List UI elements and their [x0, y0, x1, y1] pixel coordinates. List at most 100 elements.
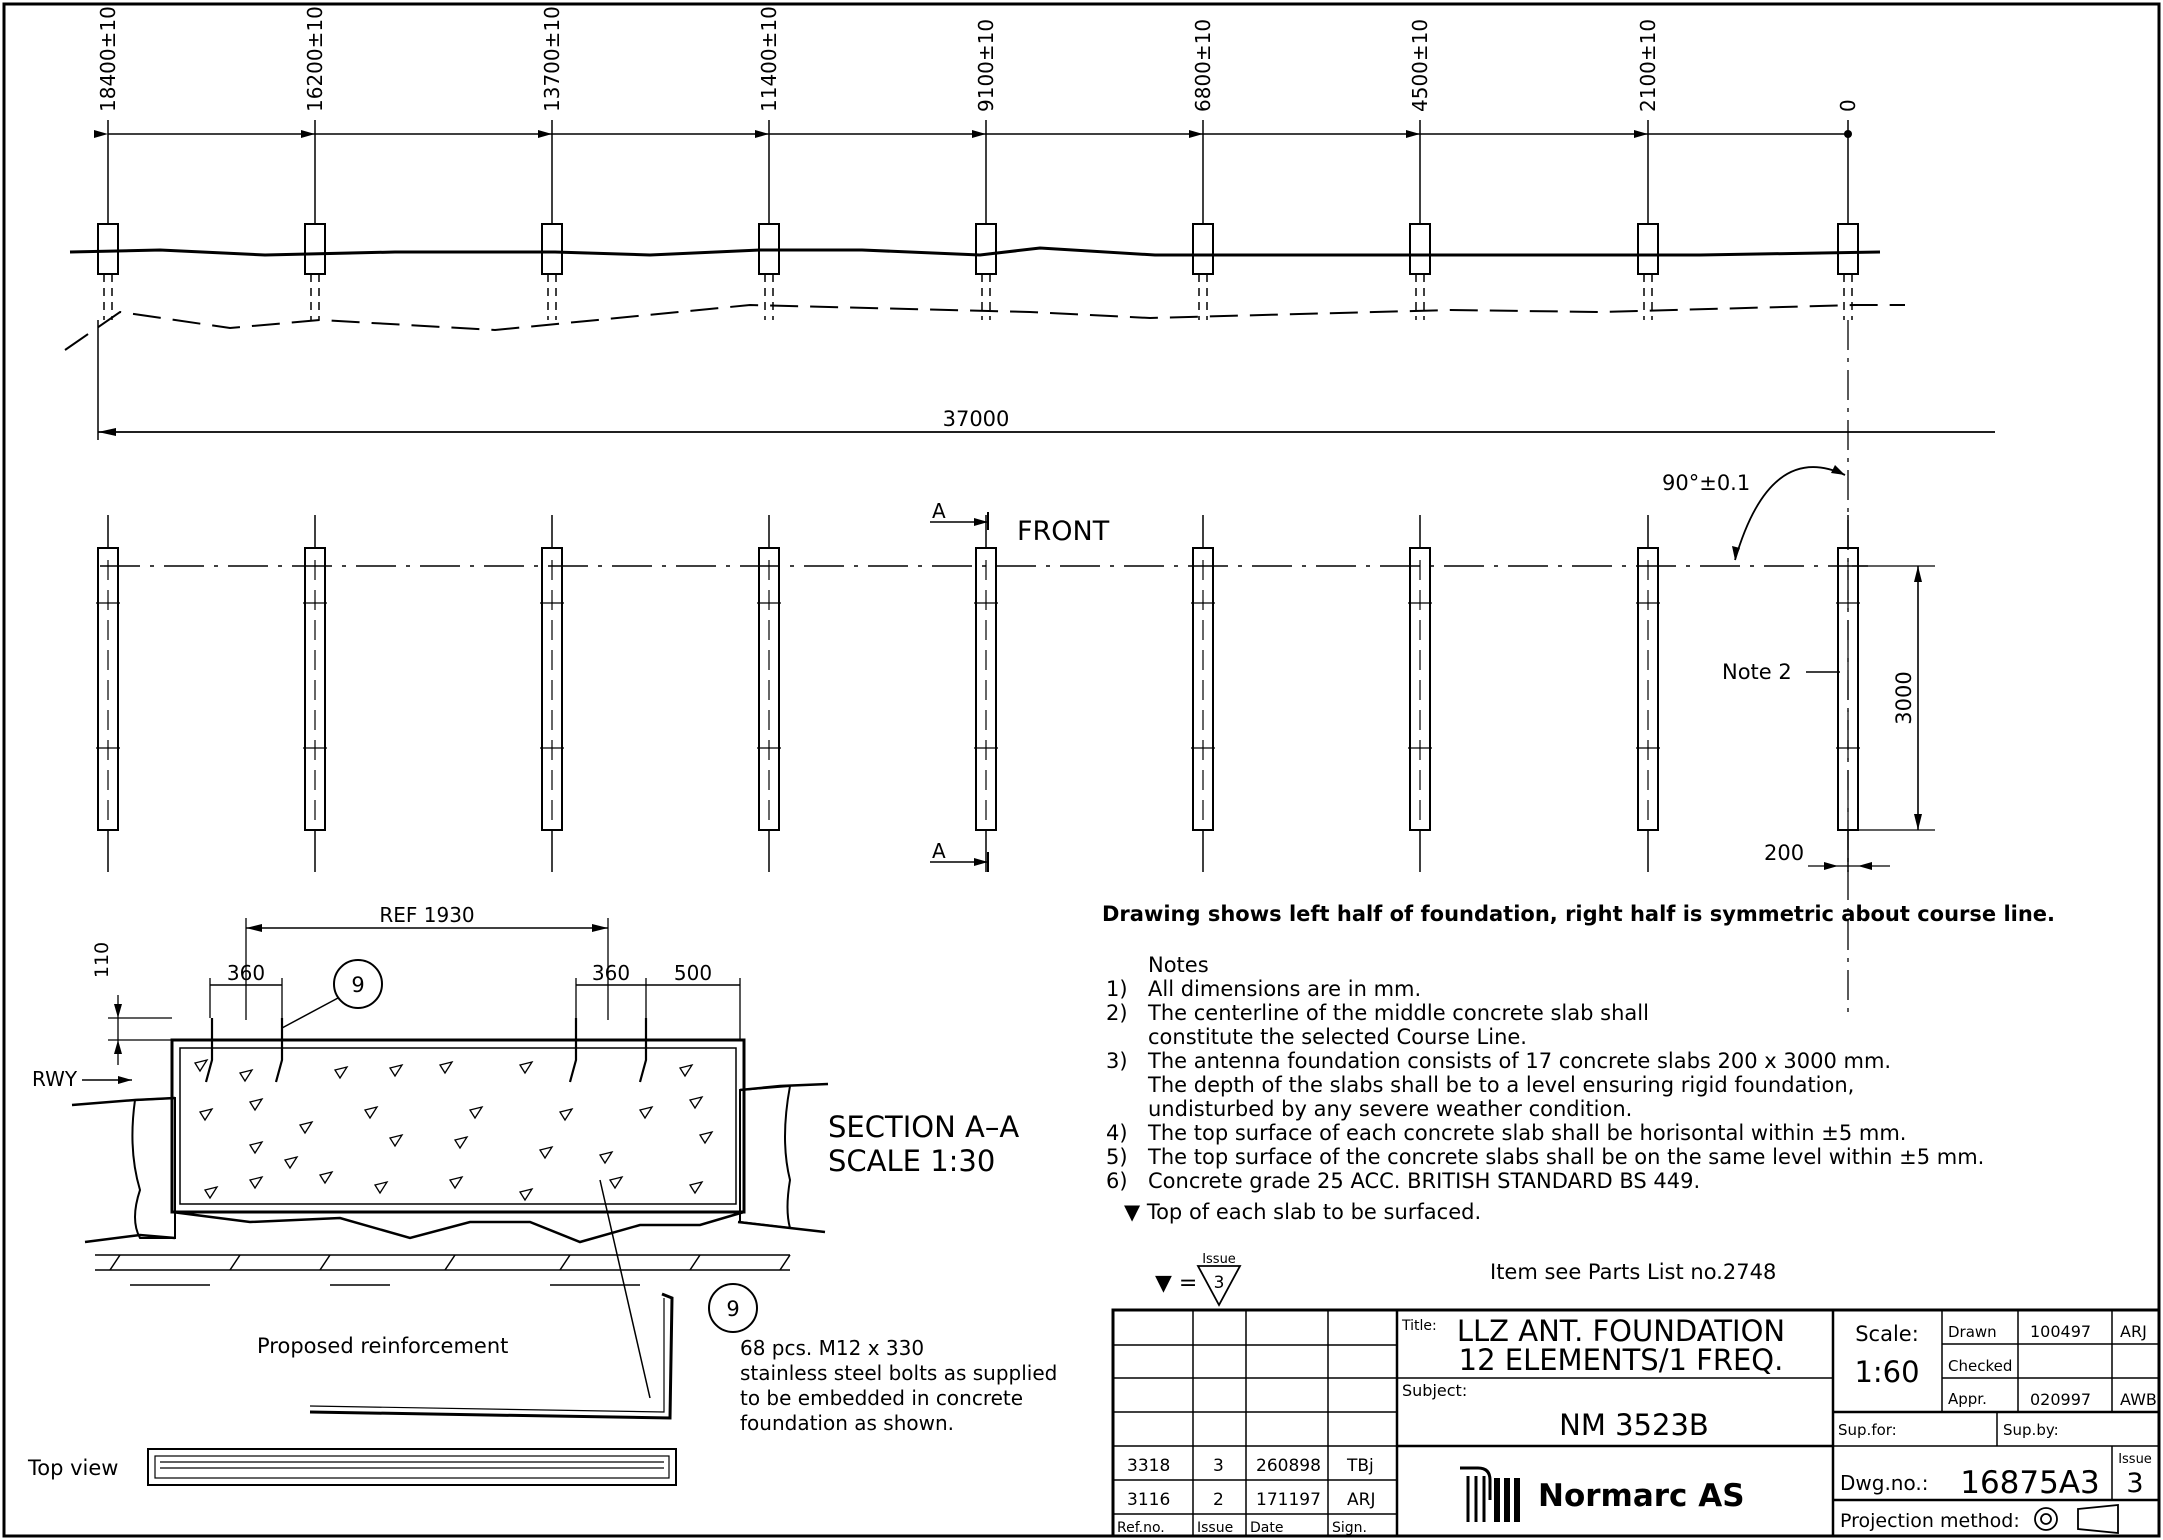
slab-elevation: [541, 223, 563, 275]
issue-label: Issue: [2118, 1452, 2152, 1467]
slab-elevation: [304, 223, 326, 275]
note-number: 2): [1106, 1001, 1128, 1025]
drawn-date: 100497: [2030, 1322, 2091, 1341]
notes-block: Drawing shows left half of foundation, r…: [1102, 902, 2055, 1307]
sup-for-label: Sup.for:: [1838, 1421, 1897, 1439]
appr-label: Appr.: [1948, 1390, 1987, 1408]
note-number: 3): [1106, 1049, 1128, 1073]
rev-header-date: Date: [1250, 1520, 1283, 1536]
note-line: constitute the selected Course Line.: [1148, 1025, 1527, 1049]
rev-header-issue: Issue: [1197, 1520, 1233, 1536]
projection-symbol-icon: [2034, 1504, 2119, 1534]
station-label: 11400±10: [757, 6, 781, 112]
dwg-no-label: Dwg.no.:: [1840, 1471, 1928, 1495]
title-label: Title:: [1401, 1318, 1437, 1334]
rev2-ref: 3116: [1127, 1490, 1170, 1510]
rwy-label: RWY: [32, 1067, 78, 1091]
rev2-sign: ARJ: [1347, 1490, 1375, 1510]
bolt-text-4: foundation as shown.: [740, 1411, 954, 1435]
ref-1930-dim: REF 1930: [379, 903, 474, 927]
checked-label: Checked: [1948, 1357, 2012, 1375]
rev-header-ref: Ref.no.: [1117, 1520, 1165, 1536]
company-name: Normarc AS: [1538, 1478, 1745, 1514]
issue-value: 3: [2126, 1468, 2143, 1499]
rev2-issue: 2: [1213, 1490, 1224, 1510]
note-line: The antenna foundation consists of 17 co…: [1147, 1049, 1891, 1073]
rev2-date: 171197: [1256, 1490, 1321, 1510]
plan-view: 90°±0.1 A A FRONT Note 2 3000 200: [96, 465, 1935, 872]
slab-elevation: [975, 223, 997, 275]
notes-title: Notes: [1148, 953, 1209, 977]
slab-elevation: [1637, 223, 1659, 275]
surface-symbol: ▼ =: [1155, 1271, 1197, 1296]
proposed-reinforcement-label: Proposed reinforcement: [257, 1334, 508, 1358]
appr-date: 020997: [2030, 1390, 2091, 1409]
normarc-logo-icon: [1460, 1466, 1520, 1522]
scale-label: Scale:: [1855, 1322, 1919, 1346]
note-line: undisturbed by any severe weather condit…: [1148, 1097, 1632, 1121]
parts-list-note: Item see Parts List no.2748: [1490, 1260, 1776, 1284]
bolt-text-1: 68 pcs. M12 x 330: [740, 1336, 924, 1360]
station-label: 0: [1836, 99, 1860, 112]
note-line: The top surface of each concrete slab sh…: [1147, 1121, 1906, 1145]
section-a-a: REF 1930 360 360 500 110 RWY 9 SECTION A…: [32, 903, 1019, 1399]
slab-elevation: [97, 223, 119, 275]
ground-surface-line: [69, 246, 1881, 257]
slab-elevation: [1192, 223, 1214, 275]
station-label: 9100±10: [974, 19, 998, 112]
title-line-1: LLZ ANT. FOUNDATION: [1457, 1314, 1785, 1348]
note-number: 6): [1106, 1169, 1128, 1193]
slab-length-dim: 3000: [1892, 671, 1916, 724]
projection-label: Projection method:: [1840, 1510, 2020, 1532]
reinforcement-detail: Proposed reinforcement 9 68 pcs. M12 x 3…: [27, 1283, 1057, 1486]
note-number: 5): [1106, 1145, 1128, 1169]
rev-header-sign: Sign.: [1332, 1520, 1367, 1536]
issue-symbol-num: 3: [1214, 1273, 1225, 1293]
rev1-ref: 3318: [1127, 1456, 1170, 1476]
rev1-sign: TBj: [1346, 1456, 1374, 1476]
appr-sign: AWB: [2120, 1390, 2157, 1409]
notes-headline: Drawing shows left half of foundation, r…: [1102, 902, 2055, 926]
dim-360-right: 360: [592, 961, 630, 985]
overall-length-dim: 37000: [943, 407, 1010, 431]
title-block: 3318 3 260898 TBj 3116 2 171197 ARJ Ref.…: [1111, 1308, 2161, 1538]
subject-label: Subject:: [1402, 1381, 1467, 1400]
note-number: 1): [1106, 977, 1128, 1001]
dim-500: 500: [674, 961, 712, 985]
station-label: 16200±10: [303, 6, 327, 112]
bolt-text-2: stainless steel bolts as supplied: [740, 1361, 1057, 1385]
note-number: 4): [1106, 1121, 1128, 1145]
dim-110: 110: [91, 942, 113, 978]
dim-360-left: 360: [227, 961, 265, 985]
front-label: FRONT: [1017, 516, 1110, 547]
slab-elevation: [1837, 223, 1859, 275]
drawn-label: Drawn: [1948, 1323, 1997, 1341]
issue-symbol-label: Issue: [1202, 1252, 1236, 1267]
station-label: 18400±10: [96, 6, 120, 112]
section-marker-top: A: [932, 499, 946, 523]
title-line-2: 12 ELEMENTS/1 FREQ.: [1459, 1343, 1784, 1377]
note-line: The centerline of the middle concrete sl…: [1147, 1001, 1649, 1025]
scale-value: 1:60: [1854, 1355, 1919, 1389]
station-label: 6800±10: [1191, 19, 1215, 112]
surface-note: ▼ Top of each slab to be surfaced.: [1124, 1200, 1481, 1224]
rev1-issue: 3: [1213, 1456, 1224, 1476]
subject-value: NM 3523B: [1559, 1408, 1709, 1442]
station-label: 13700±10: [540, 6, 564, 112]
bolt-text-3: to be embedded in concrete: [740, 1386, 1023, 1410]
elevation-view: 18400±10 16200±10 13700±10 11400±10 9100±10 6…: [64, 6, 1995, 1020]
drawn-sign: ARJ: [2120, 1322, 2147, 1341]
rev1-date: 260898: [1256, 1456, 1321, 1476]
section-title: SECTION A–A: [828, 1110, 1019, 1144]
top-view-label: Top view: [27, 1456, 118, 1480]
note-line: The top surface of the concrete slabs sh…: [1147, 1145, 1984, 1169]
note-line: The depth of the slabs shall be to a lev…: [1147, 1073, 1854, 1097]
slab-width-dim: 200: [1764, 841, 1804, 865]
subsoil-line: [64, 303, 1905, 351]
item-bubble-section: 9: [351, 973, 364, 997]
dwg-no-value: 16875A3: [1960, 1465, 2100, 1501]
section-scale: SCALE 1:30: [828, 1144, 995, 1178]
angle-dim: 90°±0.1: [1662, 471, 1750, 495]
